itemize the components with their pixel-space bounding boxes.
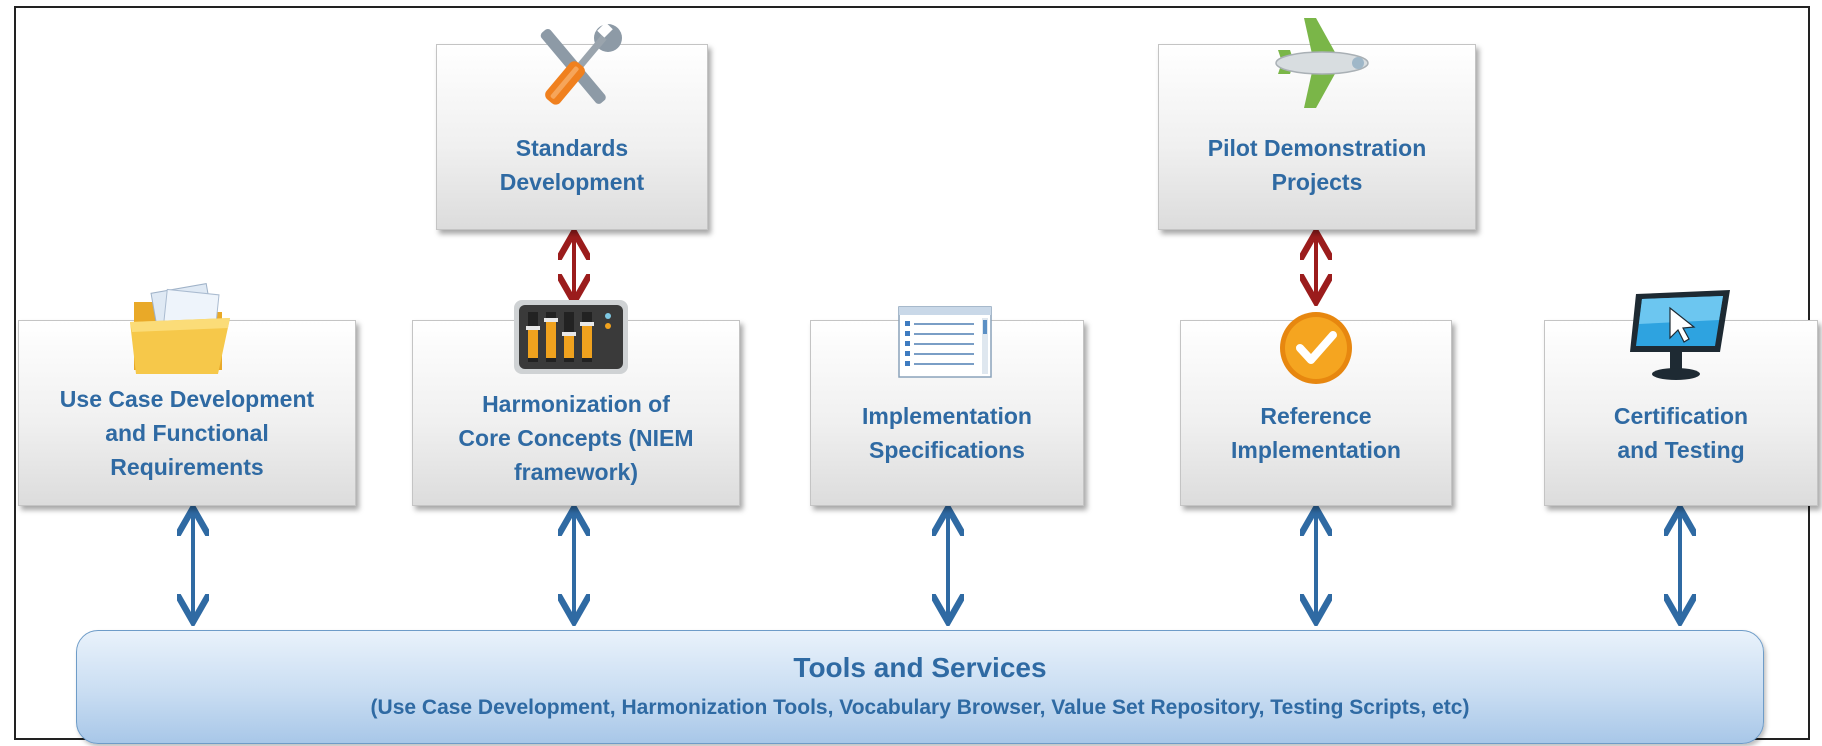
tools-services-title: Tools and Services	[793, 652, 1047, 683]
folder-icon	[130, 283, 230, 374]
tools-services-bar: Tools and Services (Use Case Development…	[76, 630, 1764, 744]
standards-development-box: Standards Development	[436, 44, 708, 230]
standards-development-label: Standards Development	[499, 135, 645, 195]
monitor-cursor-icon	[1630, 290, 1730, 380]
tools-icon	[540, 24, 622, 105]
implementation-specifications-label: Implementation Specifications	[862, 403, 1032, 463]
certification-testing-box: Certification and Testing	[1544, 320, 1818, 506]
document-list-icon	[898, 306, 992, 378]
pilot-demonstration-label: Pilot Demonstration Projects	[1207, 135, 1427, 195]
airplane-icon	[1275, 18, 1369, 108]
harmonization-label: Harmonization of Core Concepts (NIEM fra…	[458, 391, 694, 485]
use-case-development-label: Use Case Development and Functional Requ…	[59, 386, 315, 480]
checkmark-icon	[1280, 312, 1352, 384]
reference-implementation-label: Reference Implementation	[1231, 403, 1401, 463]
certification-testing-label: Certification and Testing	[1613, 403, 1749, 463]
tools-services-subtitle: (Use Case Development, Harmonization Too…	[370, 696, 1470, 719]
equalizer-icon	[514, 300, 628, 374]
